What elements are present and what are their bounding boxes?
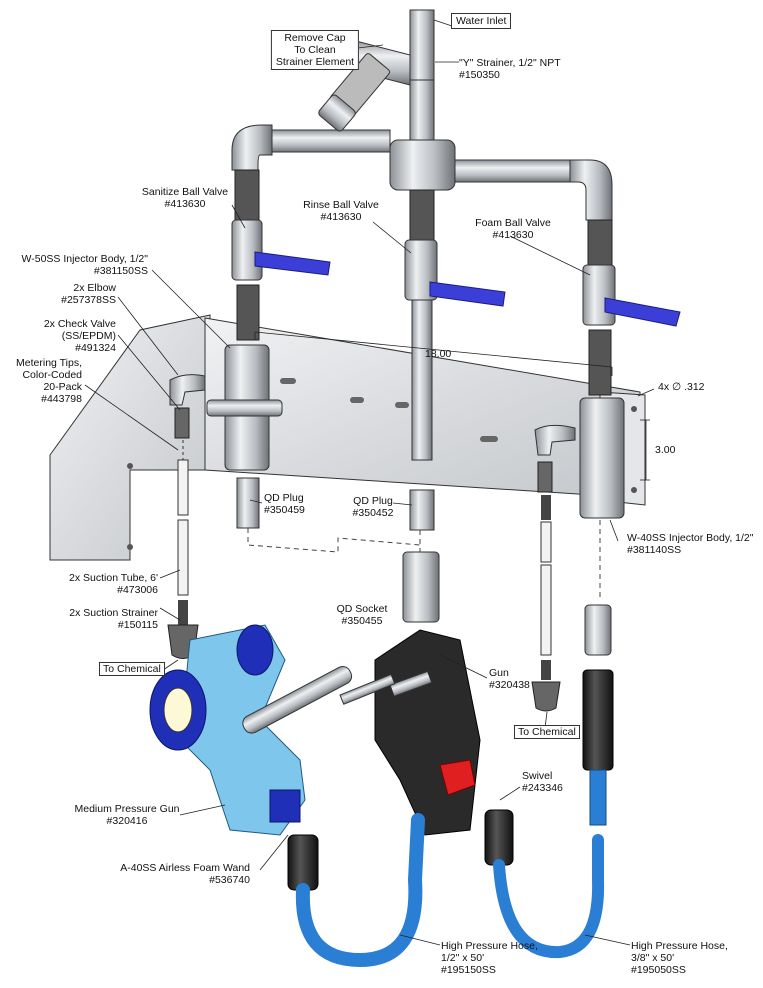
leader-lines	[84, 19, 655, 946]
dimension-holes: 4x ∅ .312	[658, 381, 705, 393]
label-suction-strainer: 2x Suction Strainer #150115	[69, 607, 158, 631]
label-to-chemical-right: To Chemical	[514, 725, 580, 739]
foam-valve-part: #413630	[492, 229, 534, 241]
hose-right-name: High Pressure Hose,	[631, 940, 728, 952]
suction-tube-part: #473006	[117, 584, 158, 596]
guide-lines	[247, 520, 601, 600]
w50-injector-part: #381150SS	[93, 265, 148, 277]
strainer-element	[318, 53, 391, 132]
ball-valves	[231, 219, 681, 396]
label-remove-cap: Remove Cap To Clean Strainer Element	[270, 30, 360, 70]
metering-tips-coding: Color-Coded	[22, 369, 82, 381]
qd-plug-center-part: #350452	[352, 507, 394, 519]
w40-injector-name: W-40SS Injector Body, 1/2"	[627, 532, 754, 544]
suction-strainer-name: 2x Suction Strainer	[69, 607, 158, 619]
w50-injector-name: W-50SS Injector Body, 1/2"	[21, 253, 148, 265]
qd-socket-part: #350455	[341, 615, 383, 627]
hose-left-name: High Pressure Hose,	[441, 940, 538, 952]
hose-right-size: 3/8" x 50'	[631, 952, 675, 964]
w40-injector-part: #381140SS	[627, 544, 682, 556]
dimension-width: 18.00	[425, 348, 452, 360]
metering-tips-part: #443798	[41, 393, 82, 405]
label-elbow: 2x Elbow #257378SS	[61, 282, 116, 306]
manifold-pipes	[231, 9, 613, 461]
medium-pressure-gun	[149, 624, 353, 836]
label-swivel: Swivel #243346	[522, 770, 563, 794]
label-w50-injector: W-50SS Injector Body, 1/2" #381150SS	[22, 253, 148, 277]
swivel-name: Swivel	[522, 770, 553, 782]
check-valve-name: 2x Check Valve	[43, 318, 116, 330]
qd-socket-name: QD Socket	[336, 603, 388, 615]
sanitize-valve-name: Sanitize Ball Valve	[141, 186, 229, 198]
sanitize-valve-part: #413630	[164, 198, 206, 210]
foam-valve-name: Foam Ball Valve	[475, 217, 551, 229]
check-valve-material: (SS/EPDM)	[61, 330, 116, 342]
foam-wand-part: #536740	[209, 874, 250, 886]
label-suction-tube: 2x Suction Tube, 6' #473006	[69, 572, 158, 596]
foam-wand-name: A-40SS Airless Foam Wand	[120, 862, 250, 874]
hose-right-part: #195050SS	[631, 964, 686, 976]
hose-left-size: 1/2" x 50'	[441, 952, 485, 964]
injector-bodies	[169, 344, 625, 519]
label-hose-right: High Pressure Hose, 3/8" x 50' #195050SS	[631, 940, 728, 976]
label-gun: Gun #320438	[489, 667, 530, 691]
qd-plug-center-name: QD Plug	[353, 495, 393, 507]
qd-plug-left-name: QD Plug	[264, 492, 304, 504]
hose-left-part: #195150SS	[441, 964, 496, 976]
elbow-name: 2x Elbow	[73, 282, 116, 294]
dimension-height: 3.00	[655, 444, 676, 456]
remove-cap-line2: To Clean	[294, 44, 336, 56]
suction-assemblies	[167, 440, 561, 712]
suction-tube-name: 2x Suction Tube, 6'	[69, 572, 158, 584]
rinse-valve-name: Rinse Ball Valve	[303, 199, 379, 211]
label-water-inlet: Water Inlet	[451, 13, 512, 29]
medium-gun-part: #320416	[106, 815, 148, 827]
suction-strainer-part: #150115	[117, 619, 158, 631]
label-foam-wand: A-40SS Airless Foam Wand #536740	[120, 862, 250, 886]
label-w40-injector: W-40SS Injector Body, 1/2" #381140SS	[627, 532, 753, 556]
label-qd-socket: QD Socket #350455	[337, 603, 388, 627]
label-hose-left: High Pressure Hose, 1/2" x 50' #195150SS	[441, 940, 538, 976]
label-rinse-valve: Rinse Ball Valve #413630	[303, 199, 379, 223]
label-medium-gun: Medium Pressure Gun #320416	[74, 803, 179, 827]
medium-gun-name: Medium Pressure Gun	[74, 803, 180, 815]
remove-cap-line3: Strainer Element	[275, 56, 355, 68]
gun-part: #320438	[489, 679, 530, 691]
metering-tips-name: Metering Tips,	[16, 357, 82, 369]
swivel-part: #243346	[522, 782, 563, 794]
label-metering-tips: Metering Tips, Color-Coded 20-Pack #4437…	[16, 357, 82, 405]
label-y-strainer: "Y" Strainer, 1/2" NPT #150350	[459, 57, 561, 81]
label-qd-plug-left: QD Plug #350459	[264, 492, 305, 516]
label-foam-valve: Foam Ball Valve #413630	[475, 217, 551, 241]
gun-name: Gun	[489, 667, 509, 679]
rinse-valve-part: #413630	[320, 211, 362, 223]
black-spray-gun	[339, 629, 481, 836]
y-strainer-name: "Y" Strainer, 1/2" NPT	[459, 57, 561, 69]
hoses	[287, 604, 614, 968]
quick-disconnects	[236, 477, 440, 623]
check-valve-part: #491324	[75, 342, 116, 354]
label-sanitize-valve: Sanitize Ball Valve #413630	[142, 186, 228, 210]
elbow-part: #257378SS	[61, 294, 116, 306]
remove-cap-line1: Remove Cap	[284, 32, 346, 44]
y-strainer-part: #150350	[459, 69, 500, 81]
label-check-valve: 2x Check Valve (SS/EPDM) #491324	[44, 318, 116, 354]
label-to-chemical-left: To Chemical	[99, 662, 165, 676]
metering-tips-pack: 20-Pack	[43, 381, 82, 393]
qd-plug-left-part: #350459	[264, 504, 305, 516]
label-qd-plug-center: QD Plug #350452	[353, 495, 394, 519]
